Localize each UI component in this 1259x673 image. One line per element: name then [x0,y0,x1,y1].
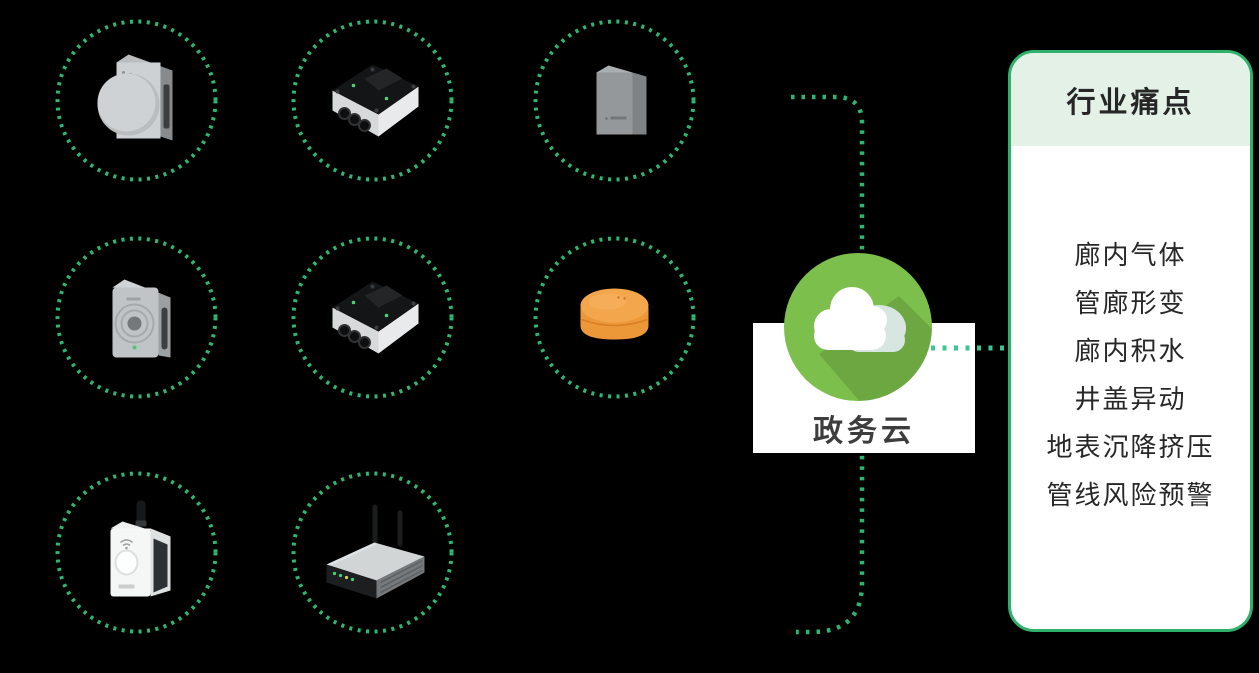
gas-detector-icon [110,500,171,597]
device-ring [291,19,454,182]
battery-pack-icon [596,65,647,135]
device-circle-gas-detector [55,471,218,634]
data-acquisition-box-icon [332,281,419,354]
pain-point-item: 管廊形变 [1074,288,1187,318]
wall-mount-disc-sensor-icon [97,54,173,141]
device-ring [55,236,218,399]
device-ring [533,19,696,182]
vibration-sensor-icon [112,279,171,358]
pain-points-header: 行业痛点 [1011,53,1250,146]
device-circle-wireless-router [291,471,454,634]
device-circle-data-acquisition-box [291,19,454,182]
data-acquisition-box-icon [332,64,419,137]
device-circle-vibration-sensor [55,236,218,399]
device-ring [55,19,218,182]
device-circle-wall-mount-disc-sensor [55,19,218,182]
device-ring [533,236,696,399]
cloud-label: 政务云 [813,415,915,448]
pain-point-item: 地表沉降挤压 [1046,432,1215,462]
device-circle-manhole-cover-sensor [533,236,696,399]
device-ring [55,471,218,634]
manhole-cover-sensor-icon [580,288,649,340]
device-ring [291,236,454,399]
pain-points-title: 行业痛点 [1066,86,1195,119]
pain-points-panel: 行业痛点 廊内气体 管廊形变 廊内积水 井盖异动 地表沉降挤压 管线风险预警 [1008,50,1253,632]
device-ring [291,471,454,634]
device-circle-data-acquisition-box-2 [291,236,454,399]
pain-point-item: 管线风险预警 [1046,480,1215,510]
pain-point-item: 廊内气体 [1074,240,1187,270]
cloud-icon [784,253,932,401]
wireless-router-icon [326,504,425,599]
pain-points-list: 廊内气体 管廊形变 廊内积水 井盖异动 地表沉降挤压 管线风险预警 [1011,231,1250,519]
device-circle-battery-pack [533,19,696,182]
pain-point-item: 廊内积水 [1074,336,1187,366]
pain-point-item: 井盖异动 [1074,384,1187,414]
